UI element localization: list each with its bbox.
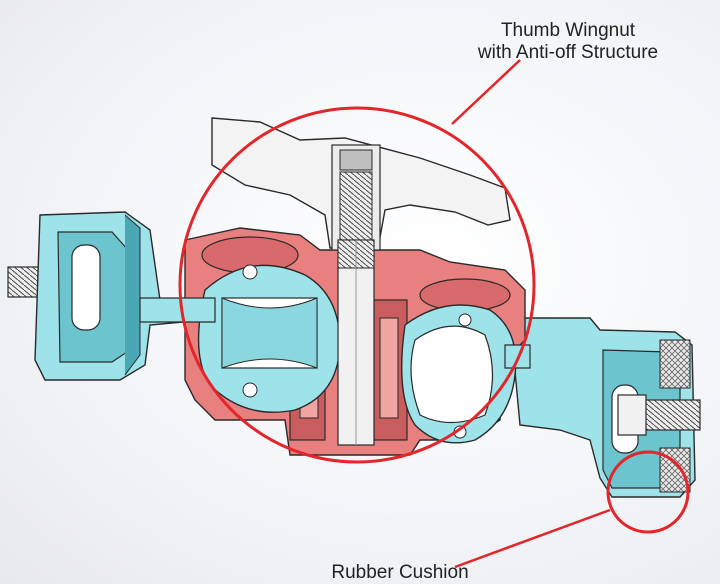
rubber-cushion-label: Rubber Cushion xyxy=(331,562,469,583)
rubber-callout-circle xyxy=(606,450,690,534)
wingnut-callout-circle xyxy=(178,106,536,464)
wingnut-label-line1: Thumb Wingnut xyxy=(500,20,636,41)
left-arm xyxy=(139,297,216,323)
center-rod xyxy=(337,239,375,446)
wingnut-label: Thumb Wingnut with Anti-off Structure xyxy=(448,20,688,64)
left-jaw-frame xyxy=(34,211,206,381)
left-ring-clamp xyxy=(197,264,341,413)
thumb-wingnut xyxy=(211,117,511,251)
rubber-leader-line xyxy=(454,508,611,569)
wingnut-label-line2: with Anti-off Structure xyxy=(477,42,659,63)
right-ring-clamp xyxy=(400,304,517,444)
wingnut-leader-line xyxy=(451,59,521,125)
right-screw xyxy=(617,394,701,436)
